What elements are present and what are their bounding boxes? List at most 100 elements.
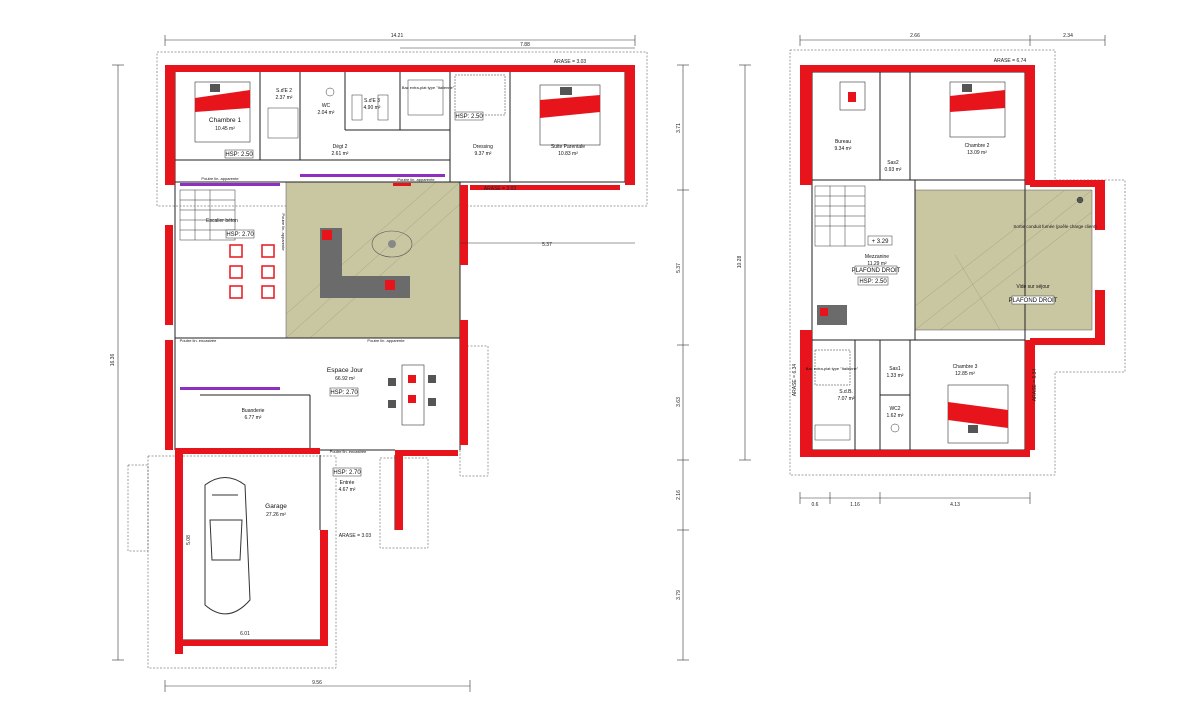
room-name-bureau: Bureau — [835, 139, 851, 145]
mezz-sofa — [817, 305, 847, 325]
hsp-tag: HSP: 2.50 — [859, 279, 887, 285]
room-name-dressing: Dressing — [473, 144, 493, 150]
dim-top-right: 7.88 — [520, 42, 530, 48]
arase-label: ARASE = 3.03 — [339, 533, 372, 539]
arase-label: ARASE = 6.34 — [1032, 369, 1038, 402]
ground-fixtures — [267, 74, 506, 139]
room-area-dressing: 9.37 m² — [475, 151, 492, 157]
dim-upper-left: 10.28 — [737, 256, 743, 269]
room-name-sdb: S.d.B. — [839, 389, 853, 395]
room-area-wc: 2.04 m² — [318, 110, 335, 116]
plafond-tag: PLAFOND DROIT — [1009, 298, 1058, 304]
dim-bottom-b: 1.16 — [850, 502, 860, 508]
dining-set-2 — [388, 364, 436, 426]
dim-left: 16.36 — [110, 354, 116, 367]
hsp-tag: HSP: 2.70 — [333, 470, 361, 476]
coffee-table-rug — [371, 230, 413, 258]
sofa — [320, 228, 410, 298]
room-area-sejour: 66.92 m² — [335, 376, 355, 382]
room-area-deg2: 2.61 m² — [332, 151, 349, 157]
dim-top-b: 2.34 — [1063, 33, 1073, 39]
room-area-garage: 27.26 m² — [266, 512, 286, 518]
dim-right-d: 2.16 — [676, 490, 682, 500]
shower-label: Bac extra-plat type "Italienne" — [402, 85, 455, 90]
dim-right-e: 3.79 — [676, 590, 682, 600]
beam-note: Poutre lin. encastrée — [330, 449, 367, 454]
room-area-chambre1: 10.45 m² — [215, 126, 235, 132]
dim-right-b: 5.37 — [676, 263, 682, 273]
beam-line — [180, 183, 280, 186]
dim-top-a: 2.66 — [910, 33, 920, 39]
level-tag: + 3.29 — [872, 239, 890, 245]
dim-right-c: 3.63 — [676, 397, 682, 407]
room-name-vide: Vide sur séjour — [1016, 284, 1050, 290]
room-area-wc2: 1.62 m² — [887, 413, 904, 419]
upper-exterior-walls — [800, 65, 1105, 457]
room-name-sde3: S.d'E 3 — [364, 98, 380, 104]
beam-note: Poutre lin. apparente — [367, 338, 405, 343]
bed-chambre2 — [949, 81, 1006, 138]
room-name-chambre3: Chambre 3 — [953, 364, 978, 370]
ground-room-labels: Chambre 1 10.45 m² S.d'E 2 2.37 m² WC 2.… — [209, 88, 585, 518]
arase-label: ARASE = 6.74 — [994, 58, 1027, 64]
beam-line — [180, 387, 280, 390]
plafond-tag: PLAFOND DROIT — [852, 268, 901, 274]
arase-label: ARASE = 3.03 — [484, 186, 517, 192]
upper-outline-hatch — [789, 49, 1126, 476]
beam-note: Poutre lin. apparente — [397, 177, 435, 182]
dim-bottom: 9.56 — [312, 680, 322, 686]
dim-top: 14.21 — [391, 33, 404, 39]
room-name-sas2: Sas2 — [887, 160, 899, 166]
bed-suite — [539, 84, 601, 146]
room-name-wc2: WC2 — [889, 406, 900, 412]
room-name-chambre1: Chambre 1 — [209, 117, 242, 124]
room-area-sde2: 2.37 m² — [276, 95, 293, 101]
hsp-tag: HSP: 2.70 — [330, 390, 358, 396]
room-area-sas1: 1.33 m² — [887, 373, 904, 379]
hsp-tag: HSP: 2.70 — [226, 232, 254, 238]
room-area-mezzanine: 11.29 m² — [867, 261, 887, 267]
room-name-deg2: Dégt 2 — [333, 144, 348, 150]
room-name-sejour: Espace Jour — [327, 367, 364, 374]
room-name-sas1: Sas1 — [889, 366, 901, 372]
ground-exterior-walls — [165, 65, 635, 654]
room-name-buanderie: Buanderie — [242, 408, 265, 414]
upper-floor-plan: 2.66 2.34 10.28 0.6 1.16 4.13 — [737, 33, 1126, 508]
room-area-buanderie: 6.77 m² — [245, 415, 262, 421]
room-area-bureau: 9.34 m² — [835, 146, 852, 152]
room-name-suite: Suite Parentale — [551, 144, 585, 150]
flue-note: Sortie conduit fumée (poêle charge clien… — [1013, 224, 1097, 229]
beam-note: Poutre lin. apparente — [201, 176, 239, 181]
dining-set — [229, 244, 275, 299]
hsp-tag: HSP: 2.50 — [225, 152, 253, 158]
room-name-sde2: S.d'E 2 — [276, 88, 292, 94]
upper-room-labels: Bureau 9.34 m² Chambre 2 13.09 m² Sas2 0… — [835, 139, 1050, 419]
upper-shower-label: Bac extra-plat type "Italienne" — [806, 366, 859, 371]
room-name-chambre2: Chambre 2 — [965, 143, 990, 149]
dim-garage-w: 6.01 — [240, 631, 250, 637]
room-name-mezzanine: Mezzanine — [865, 254, 889, 260]
ground-floor-plan: 14.21 7.88 9.56 16.36 3.71 5.37 3.63 2.1… — [110, 33, 689, 692]
dim-right-a: 3.71 — [676, 123, 682, 133]
room-area-sas2: 0.93 m² — [885, 167, 902, 173]
dim-mezz: 5.37 — [542, 242, 552, 248]
dim-garage-h: 5.08 — [186, 535, 192, 545]
stair-label: Escalier béton — [206, 218, 238, 224]
ground-dimension-lines — [112, 35, 689, 692]
room-area-suite: 10.83 m² — [558, 151, 578, 157]
beam-line — [300, 174, 445, 177]
room-area-sdb: 7.07 m² — [838, 396, 855, 402]
room-name-entree: Entrée — [340, 480, 355, 486]
arase-label: ARASE = 6.34 — [792, 364, 798, 397]
arase-label: ARASE = 3.03 — [554, 59, 587, 65]
upper-stair — [814, 185, 866, 247]
dim-bottom-c: 4.13 — [950, 502, 960, 508]
ground-stair — [179, 189, 236, 241]
beam-note: Poutre lin. apparente — [281, 213, 286, 251]
room-name-wc: WC — [322, 103, 331, 109]
dim-bottom-a: 0.6 — [812, 502, 819, 508]
room-name-garage: Garage — [265, 503, 287, 510]
room-area-chambre2: 13.09 m² — [967, 150, 987, 156]
ground-hsp-tags: HSP: 2.50 HSP: 2.50 HSP: 2.70 HSP: 2.70 … — [224, 111, 483, 477]
